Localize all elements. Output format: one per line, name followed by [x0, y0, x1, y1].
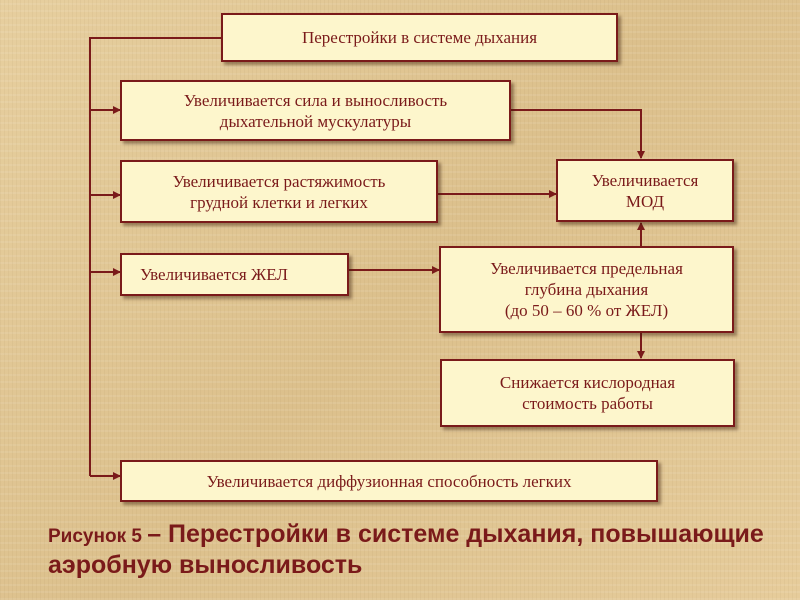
oxygen-cost-box: Снижается кислородная стоимость работы: [440, 359, 735, 427]
extensibility-text: Увеличивается растяжимость грудной клетк…: [172, 171, 386, 212]
diffusion-text: Увеличивается диффузионная способность л…: [206, 471, 572, 491]
strength-box: Увеличивается сила и выносливость дыхате…: [120, 80, 511, 141]
mod-text: Увеличивается МОД: [591, 170, 699, 211]
title-text: Перестройки в системе дыхания: [301, 28, 538, 47]
trunk-line: [89, 37, 221, 476]
diffusion-box: Увеличивается диффузионная способность л…: [120, 460, 658, 502]
depth-box: Увеличивается предельная глубина дыхания…: [439, 246, 734, 333]
extensibility-box: Увеличивается растяжимость грудной клетк…: [120, 160, 438, 223]
title-box: Перестройки в системе дыхания: [221, 13, 618, 62]
depth-text: Увеличивается предельная глубина дыхания…: [490, 259, 683, 320]
arrow-strength-to-mod: [511, 109, 645, 159]
oxygen-cost-text: Снижается кислородная стоимость работы: [499, 373, 676, 413]
zhel-box: Увеличивается ЖЕЛ: [120, 253, 349, 296]
figure-caption: Рисунок 5 – Перестройки в системе дыхани…: [48, 520, 788, 580]
zhel-text: Увеличивается ЖЕЛ: [140, 265, 288, 284]
caption-text: – Перестройки в системе дыхания, повышаю…: [48, 520, 764, 579]
caption-label: Рисунок 5: [48, 526, 148, 547]
strength-text: Увеличивается сила и выносливость дыхате…: [183, 90, 448, 131]
mod-box: Увеличивается МОД: [556, 159, 734, 222]
